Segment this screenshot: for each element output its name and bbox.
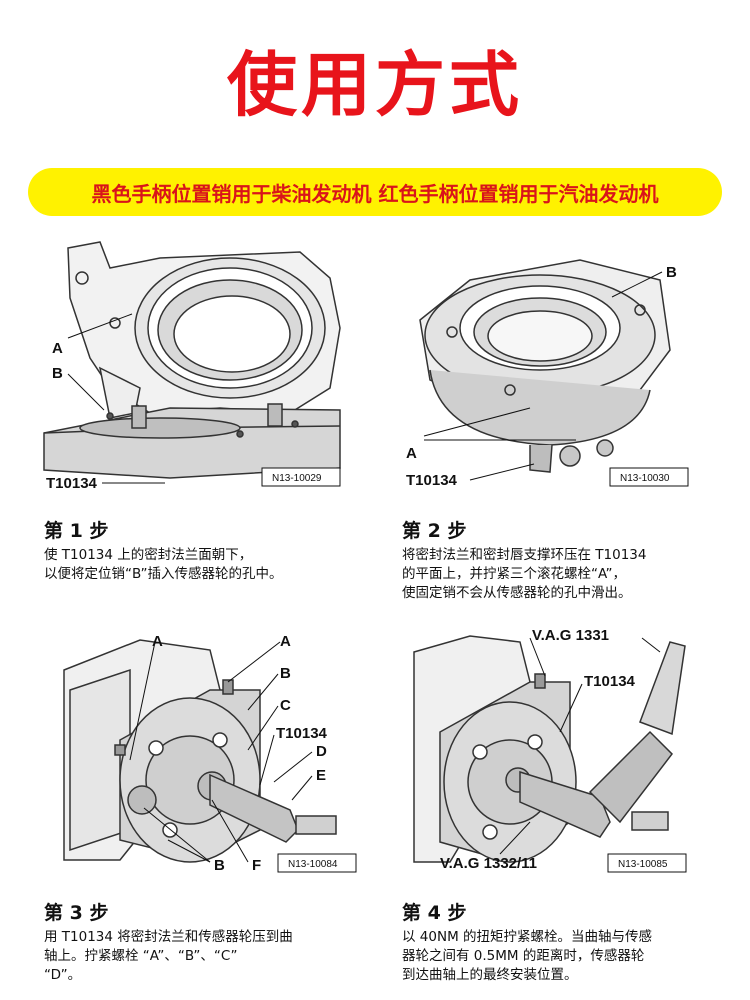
fig1-ref-code: N13-10029 — [272, 473, 322, 484]
fig3-label-b1: B — [280, 665, 291, 682]
figure-4: V.A.G 1331 T10134 V.A.G 1332/11 N13-1008… — [410, 622, 690, 880]
step-3-line-2: 轴上。拧紧螺栓 “A”、“B”、“C” — [44, 948, 238, 964]
banner-text: 黑色手柄位置销用于柴油发动机 红色手柄位置销用于汽油发动机 — [91, 181, 659, 206]
fig4-label-tool: T10134 — [584, 673, 636, 690]
fig3-label-d: D — [316, 743, 327, 760]
fig1-label-a: A — [52, 340, 63, 357]
fig3-label-f: F — [252, 857, 261, 874]
step-1-text: 使 T10134 上的密封法兰面朝下， 以便将定位销“B”插入传感器轮的孔中。 — [44, 546, 364, 584]
step-3-text: 用 T10134 将密封法兰和传感器轮压到曲 轴上。拧紧螺栓 “A”、“B”、“… — [44, 928, 374, 985]
figure-2: B A T10134 N13-10030 — [400, 240, 692, 496]
step-1-line-1: 使 T10134 上的密封法兰面朝下， — [44, 547, 253, 563]
step-4-line-3: 到达曲轴上的最终安装位置。 — [402, 967, 578, 983]
step-2-line-3: 使固定销不会从传感器轮的孔中滑出。 — [402, 585, 632, 601]
step-2-text: 将密封法兰和密封唇支撑环压在 T10134 的平面上，并拧紧三个滚花螺栓“A”，… — [402, 546, 732, 603]
fig4-label-vag1331: V.A.G 1331 — [532, 627, 609, 644]
fig3-label-a1: A — [152, 633, 163, 650]
engine-type-banner: 黑色手柄位置销用于柴油发动机 红色手柄位置销用于汽油发动机 — [28, 168, 722, 216]
figure-1: A B T10134 N13-10029 — [40, 238, 345, 494]
page-title: 使用方式 — [227, 44, 523, 126]
step-4: 第 4 步 以 40NM 的扭矩拧紧螺栓。当曲轴与传感 器轮之间有 0.5MM … — [402, 900, 732, 985]
step-3: 第 3 步 用 T10134 将密封法兰和传感器轮压到曲 轴上。拧紧螺栓 “A”… — [44, 900, 374, 985]
fig3-label-c: C — [280, 697, 291, 714]
step-4-line-1: 以 40NM 的扭矩拧紧螺栓。当曲轴与传感 — [402, 929, 653, 945]
step-2-line-1: 将密封法兰和密封唇支撑环压在 T10134 — [402, 547, 647, 563]
fig3-label-a2: A — [280, 633, 291, 650]
fig2-label-tool: T10134 — [406, 472, 458, 489]
fig1-label-tool: T10134 — [46, 475, 98, 492]
step-1: 第 1 步 使 T10134 上的密封法兰面朝下， 以便将定位销“B”插入传感器… — [44, 518, 364, 584]
figure-1-illustration: A B T10134 N13-10029 — [43, 241, 341, 492]
step-4-text: 以 40NM 的扭矩拧紧螺栓。当曲轴与传感 器轮之间有 0.5MM 的距离时，传… — [402, 928, 732, 985]
fig3-label-b2: B — [214, 857, 225, 874]
step-3-line-3: “D”。 — [44, 967, 82, 983]
step-1-heading: 第 1 步 — [44, 520, 109, 542]
figure-3: A A B C T10134 D E B F N13-10084 — [60, 630, 360, 880]
fig1-label-b: B — [52, 365, 63, 382]
step-1-line-2: 以便将定位销“B”插入传感器轮的孔中。 — [44, 566, 283, 582]
fig3-label-tool: T10134 — [276, 725, 328, 742]
fig3-label-e: E — [316, 767, 326, 784]
fig4-label-vag1332: V.A.G 1332/11 — [440, 855, 537, 872]
step-2-heading: 第 2 步 — [402, 520, 467, 542]
step-4-heading: 第 4 步 — [402, 902, 467, 924]
fig2-ref-code: N13-10030 — [620, 473, 670, 484]
figure-4-illustration: V.A.G 1331 T10134 V.A.G 1332/11 N13-1008… — [413, 627, 687, 873]
fig3-ref-code: N13-10084 — [288, 859, 338, 870]
step-2-line-2: 的平面上，并拧紧三个滚花螺栓“A”， — [402, 566, 627, 582]
step-3-line-1: 用 T10134 将密封法兰和传感器轮压到曲 — [44, 929, 293, 945]
fig2-label-b: B — [666, 264, 677, 281]
step-2: 第 2 步 将密封法兰和密封唇支撑环压在 T10134 的平面上，并拧紧三个滚花… — [402, 518, 732, 603]
step-3-heading: 第 3 步 — [44, 902, 109, 924]
fig4-ref-code: N13-10085 — [618, 859, 668, 870]
figure-3-illustration: A A B C T10134 D E B F N13-10084 — [63, 633, 357, 874]
step-4-line-2: 器轮之间有 0.5MM 的距离时，传感器轮 — [402, 948, 645, 964]
fig2-label-a: A — [406, 445, 417, 462]
figure-2-illustration: B A T10134 N13-10030 — [406, 259, 689, 489]
